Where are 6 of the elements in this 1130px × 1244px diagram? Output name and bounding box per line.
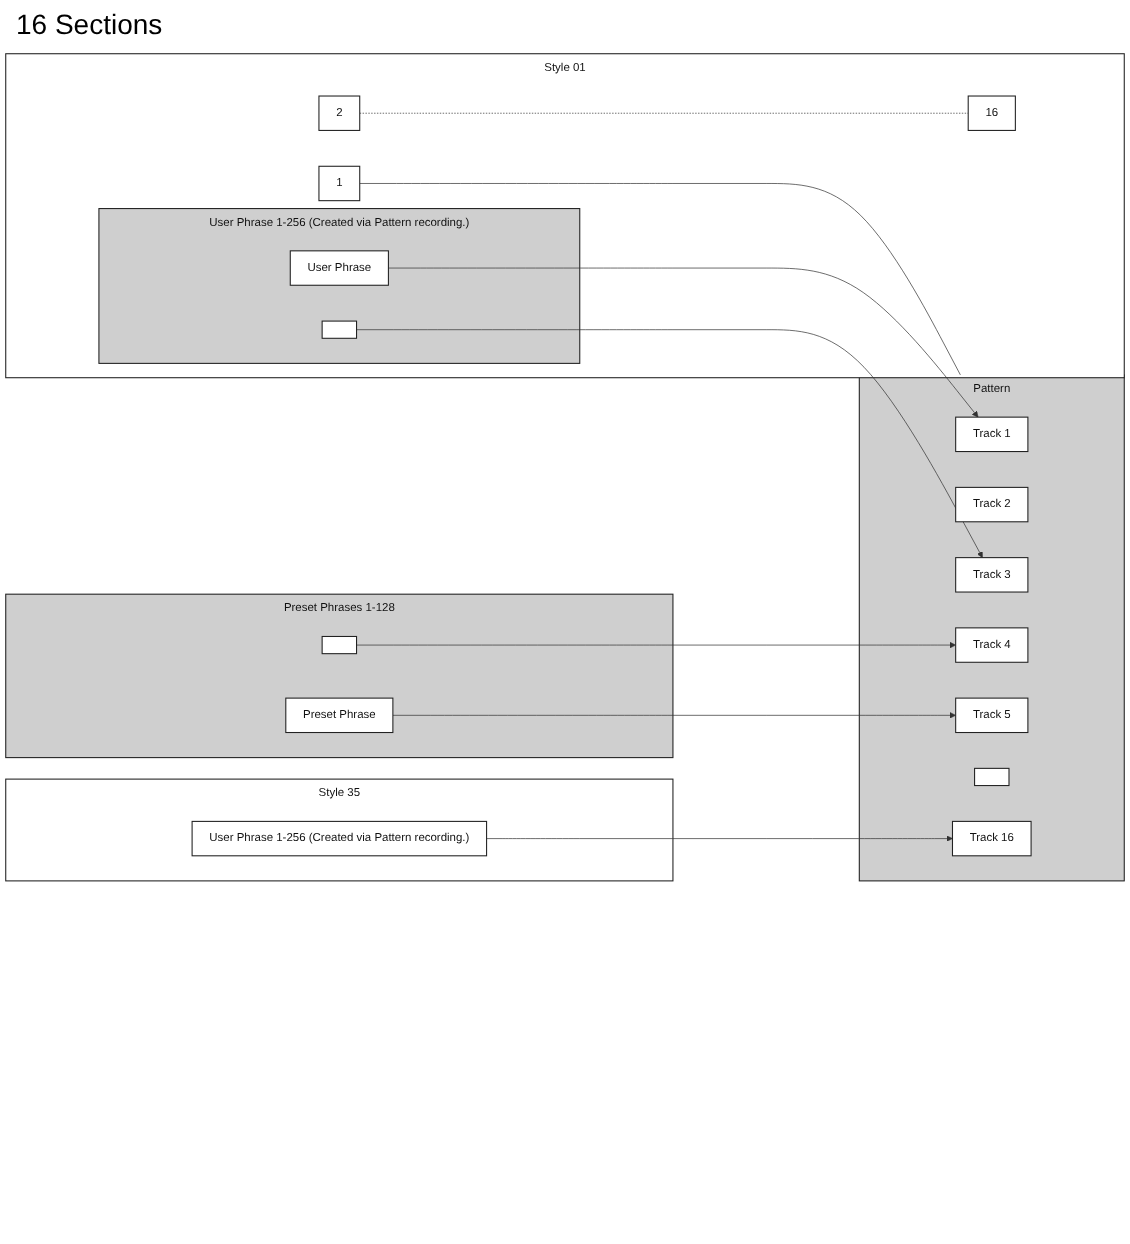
node-box (974, 767, 1010, 787)
node-box (321, 635, 358, 655)
connector (359, 112, 969, 114)
connector (359, 183, 961, 376)
note-text: 16 Sections (16, 8, 165, 40)
node-box (321, 320, 358, 339)
